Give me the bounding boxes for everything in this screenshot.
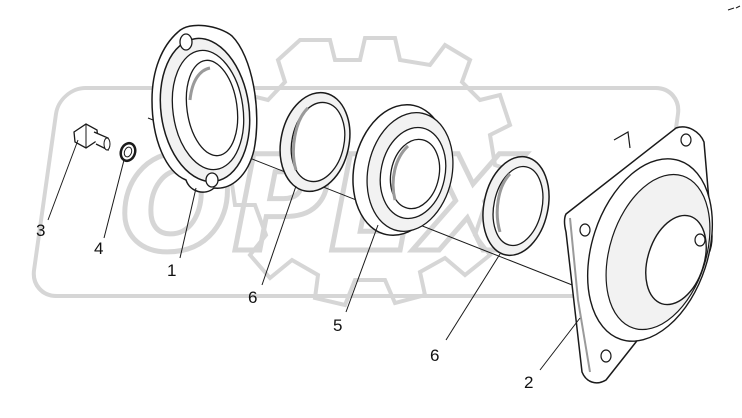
leader-line-3 xyxy=(47,139,79,221)
part-label-6-right: 6 xyxy=(430,346,439,365)
seal-part-6-right xyxy=(482,155,550,257)
bearing-part-5 xyxy=(352,103,454,237)
part-label-4: 4 xyxy=(94,239,103,258)
part-label-1: 1 xyxy=(167,261,176,280)
leader-line-6-right xyxy=(445,253,501,341)
part-label-2: 2 xyxy=(524,373,533,392)
washer-part-4 xyxy=(119,141,137,163)
leader-line-6-left xyxy=(261,185,297,286)
corner-mark xyxy=(727,5,741,11)
part-label-3: 3 xyxy=(36,221,45,240)
part-label-6-left: 6 xyxy=(248,288,257,307)
leader-line-2 xyxy=(539,317,581,371)
bolt-part-3 xyxy=(73,123,111,152)
leader-line-4 xyxy=(103,159,125,239)
leader-line-1 xyxy=(179,187,197,259)
part-label-5: 5 xyxy=(333,316,342,335)
housing-part-2 xyxy=(563,126,714,384)
leader-lines xyxy=(47,139,581,371)
seal-part-6-left xyxy=(279,91,351,193)
cover-part-1 xyxy=(151,24,258,193)
leader-line-5 xyxy=(345,224,379,313)
